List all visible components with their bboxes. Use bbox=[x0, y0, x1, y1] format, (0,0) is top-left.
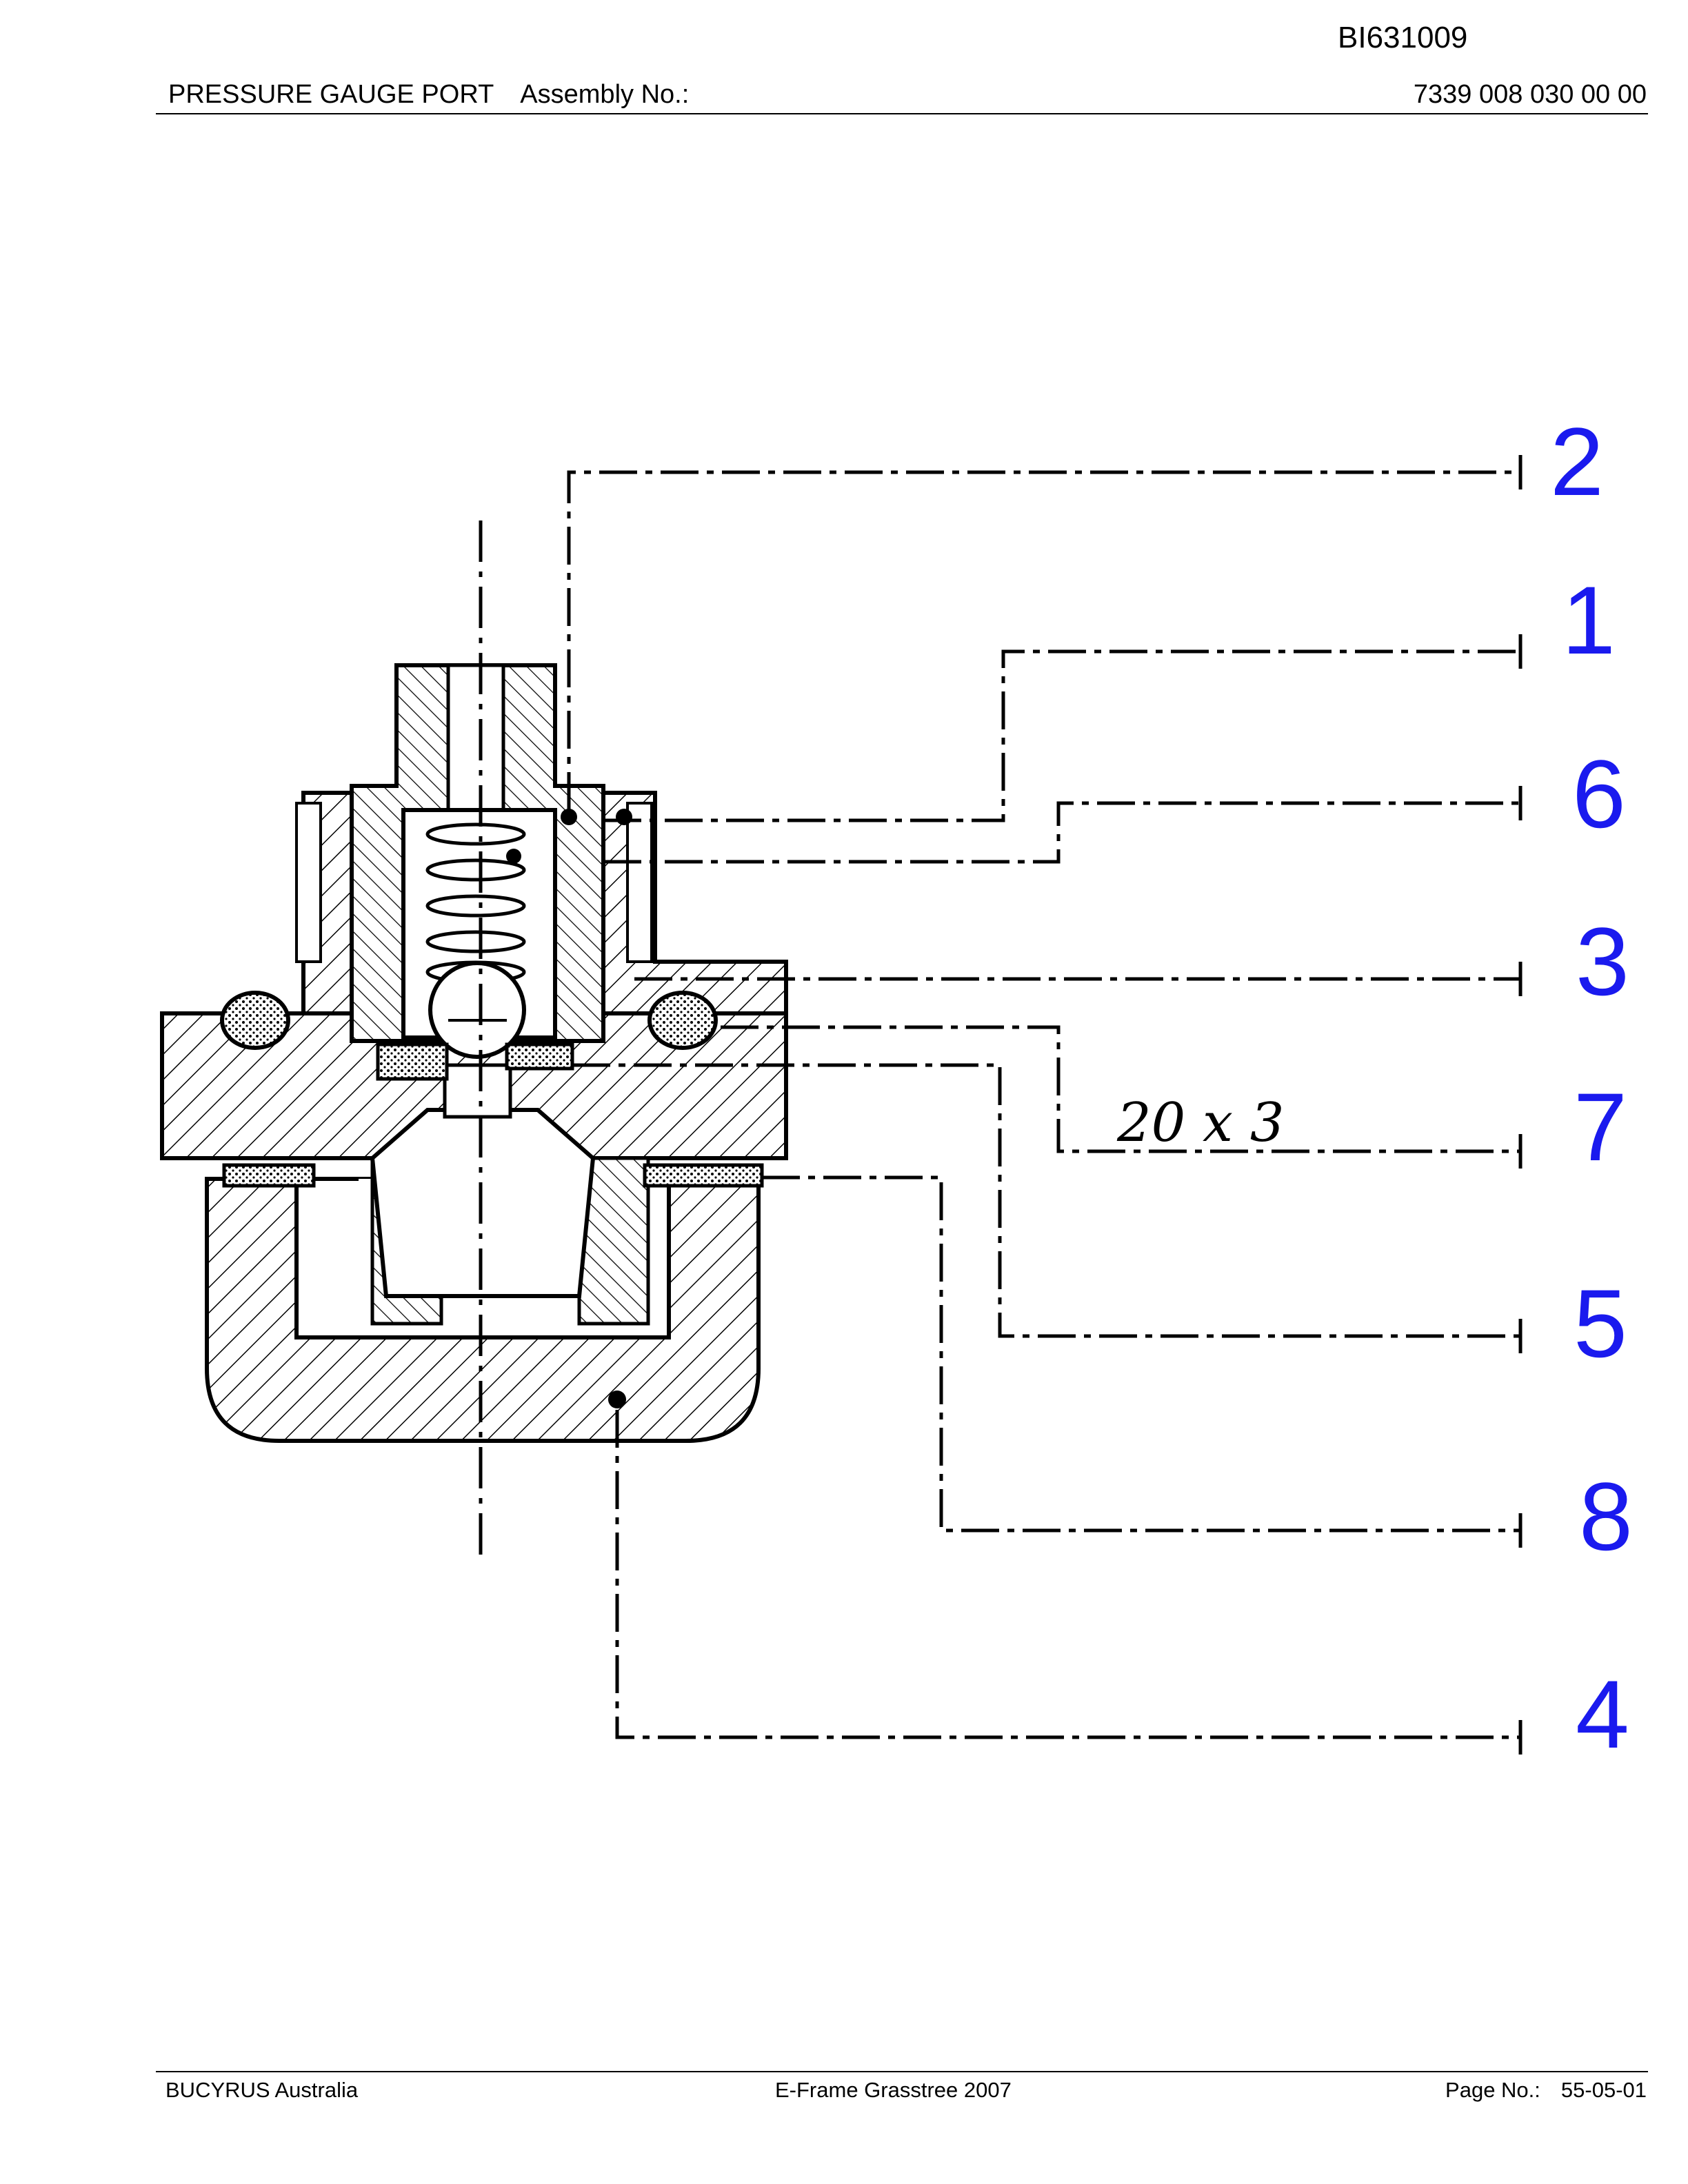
body-flange bbox=[160, 1011, 788, 1326]
header-title-block: PRESSURE GAUGE PORT Assembly No.: bbox=[168, 80, 689, 110]
footer-rule bbox=[156, 2071, 1648, 2072]
footer-page: Page No.: 55-05-01 bbox=[1445, 2078, 1647, 2103]
check-ball bbox=[428, 961, 526, 1059]
page-number: 55-05-01 bbox=[1560, 2078, 1647, 2102]
callout-1: 1 bbox=[1562, 566, 1616, 674]
callout-3: 3 bbox=[1576, 907, 1629, 1015]
callout-8: 8 bbox=[1579, 1462, 1633, 1570]
header-rule bbox=[156, 113, 1648, 114]
callout-5: 5 bbox=[1574, 1269, 1627, 1377]
page-label: Page No.: bbox=[1445, 2078, 1540, 2102]
footer-company: BUCYRUS Australia bbox=[165, 2078, 359, 2102]
callout-6: 6 bbox=[1572, 740, 1626, 848]
page-title: PRESSURE GAUGE PORT bbox=[168, 80, 494, 109]
callout-2: 2 bbox=[1550, 407, 1604, 516]
callout-numbers: 2 1 6 3 7 5 8 4 bbox=[1550, 407, 1633, 1768]
document-id: BI631009 bbox=[1338, 21, 1468, 54]
leader-lines bbox=[567, 470, 1520, 1739]
callout-7: 7 bbox=[1574, 1073, 1627, 1181]
footer-project: E-Frame Grasstree 2007 bbox=[775, 2078, 1012, 2102]
seals bbox=[220, 991, 764, 1188]
assembly-label: Assembly No.: bbox=[520, 80, 690, 109]
seal-size-annotation: 20 x 3 bbox=[1116, 1092, 1284, 1154]
assembly-number: 7339 008 030 00 00 bbox=[1413, 80, 1647, 109]
callout-4: 4 bbox=[1576, 1660, 1629, 1768]
